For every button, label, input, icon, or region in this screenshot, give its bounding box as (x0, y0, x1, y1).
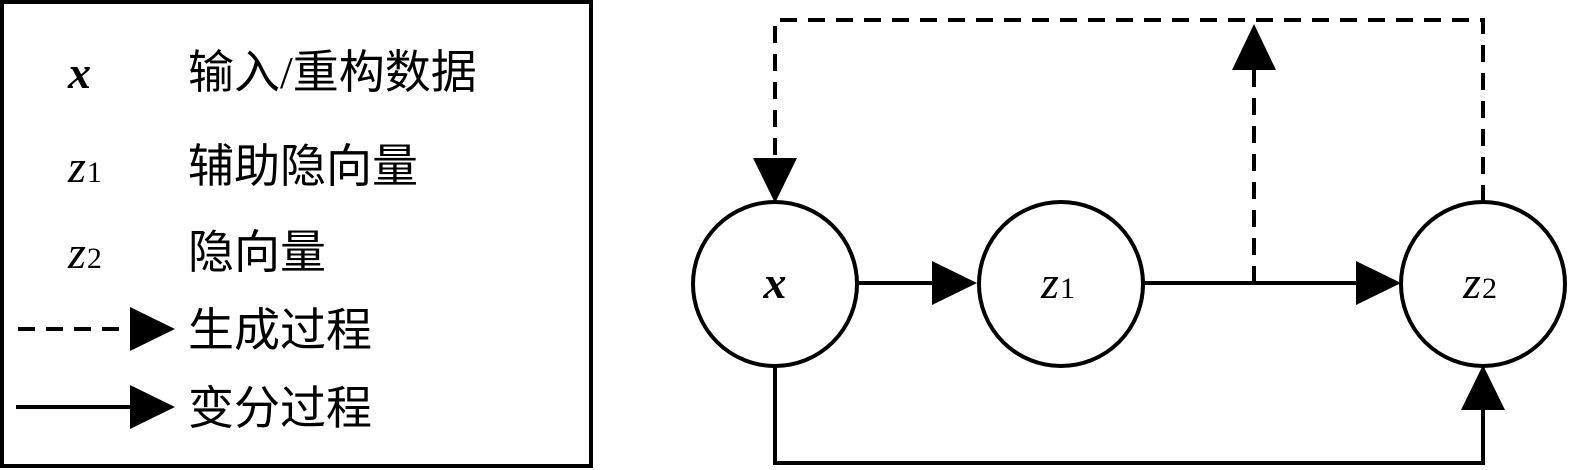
node-x (691, 200, 859, 368)
legend-solid-arrowhead (130, 385, 175, 429)
edge-z2-to-x-arrowhead (753, 158, 797, 203)
edge-branch-arrowhead (1232, 24, 1276, 70)
edge-z1-to-z2-arrowhead (1356, 261, 1401, 305)
node-z2 (1399, 200, 1567, 368)
legend-label-latent: 隐向量 (188, 227, 326, 278)
edge-x-to-z1-arrowhead (932, 261, 977, 305)
legend-label-aux-latent: 辅助隐向量 (188, 141, 418, 192)
node-x-label: x (763, 257, 787, 308)
legend-label-variational: 变分过程 (188, 383, 372, 434)
node-z1 (977, 200, 1145, 368)
edge-x-to-z2 (773, 366, 1485, 465)
legend-symbol-z2: z2 (67, 227, 102, 278)
legend-box (0, 0, 593, 468)
legend-label-input-data: 输入/重构数据 (188, 47, 477, 98)
node-z1-label: z1 (1040, 257, 1075, 308)
edge-z2-to-x-dashed (773, 18, 1485, 202)
legend-label-generative: 生成过程 (188, 305, 372, 356)
legend-dashed-arrowhead (130, 307, 175, 351)
legend-symbol-z1: z1 (67, 141, 102, 192)
legend-symbol-x: x (67, 47, 91, 98)
edge-x-to-z2-arrowhead (1461, 365, 1505, 410)
node-z2-label: z2 (1462, 257, 1497, 308)
